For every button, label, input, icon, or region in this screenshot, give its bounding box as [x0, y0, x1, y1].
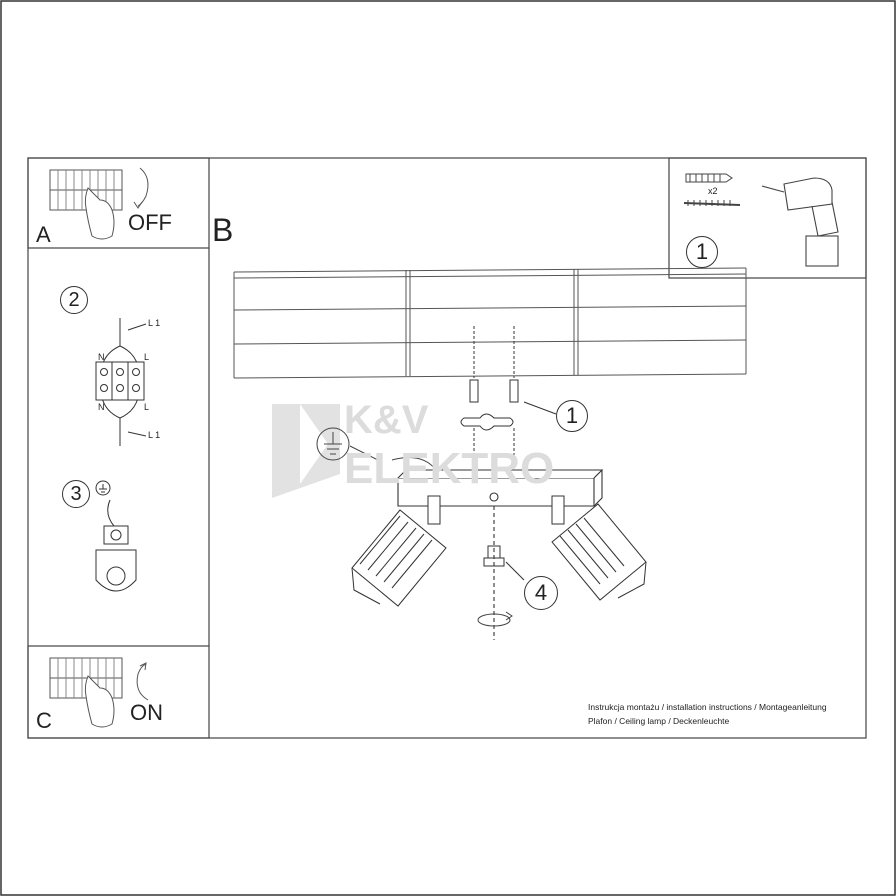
spotlight-left: [351, 495, 447, 607]
bulb-icon: [483, 545, 525, 581]
sheet-border: [27, 157, 867, 739]
step-3-badge: 3: [62, 480, 90, 508]
watermark-line-1: K&V: [344, 398, 429, 442]
panel-c-state: ON: [130, 700, 163, 725]
watermark-logo: [272, 404, 340, 498]
step-2-badge: 2: [60, 286, 88, 314]
wire-label-l-bottom: L: [144, 402, 150, 412]
panel-b-letter: B: [212, 212, 234, 248]
panel-a-letter: A: [36, 222, 51, 247]
ground-symbol-icon: [316, 427, 437, 471]
wire-label-n-top: N: [98, 352, 105, 362]
wire-label-l1-top: L 1: [148, 318, 161, 328]
step-4-badge: 4: [524, 576, 558, 610]
mounting-bracket-icon: [460, 326, 557, 458]
panel-drill-box: [668, 157, 867, 279]
panel-a-box: [27, 157, 210, 249]
rotate-arrow-icon: [477, 611, 513, 627]
lamp-base-plate: [397, 469, 604, 640]
panel-c-letter: C: [36, 708, 52, 733]
drill-icon: [761, 177, 839, 267]
ceiling-illustration: [233, 267, 747, 379]
breaker-panel-on-icon: [49, 657, 149, 728]
footer-line-2: Plafon / Ceiling lamp / Deckenleuchte: [588, 716, 730, 726]
wiring-connector-icon: [95, 318, 147, 446]
wire-label-l1-bottom: L 1: [148, 430, 161, 440]
step-1-drill-badge: 1: [686, 236, 718, 268]
panel-a-state: OFF: [128, 210, 172, 235]
footer-line-1: Instrukcja montażu / installation instru…: [588, 702, 827, 712]
watermark-line-2: ELEKTRO: [344, 444, 555, 493]
ground-terminal-icon: [95, 480, 137, 592]
step-1-bracket-badge: 1: [556, 400, 588, 432]
hardware-multiplier: x2: [708, 186, 718, 196]
wire-label-l-top: L: [144, 352, 150, 362]
spotlight-right: [551, 495, 647, 601]
panel-c-box: [27, 645, 210, 739]
screws-and-anchors-icon: [683, 173, 741, 206]
breaker-panel-off-icon: [49, 167, 149, 240]
wire-label-n-bottom: N: [98, 402, 105, 412]
